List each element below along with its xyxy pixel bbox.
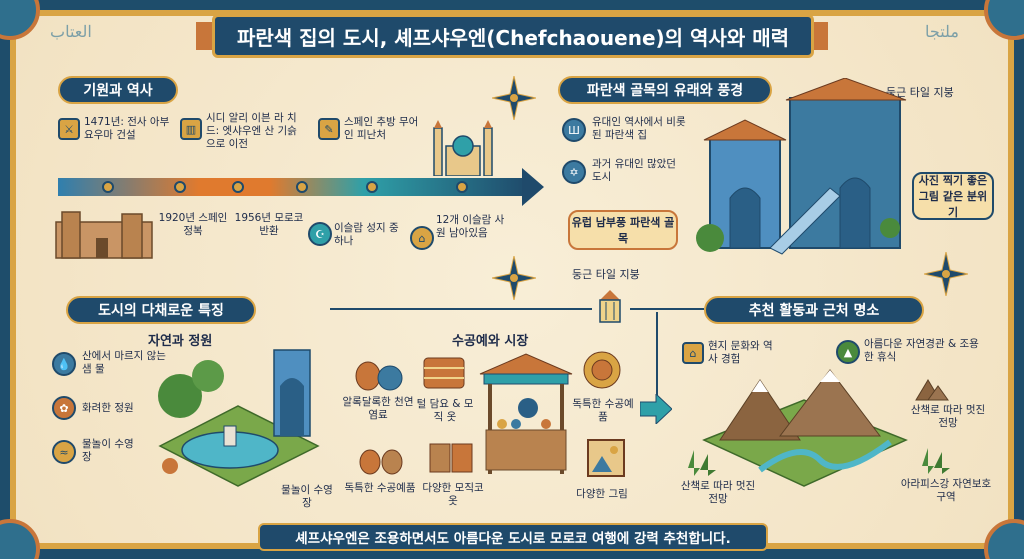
lantern-icon (599, 290, 621, 323)
page-title-banner: 파란색 집의 도시, 셰프샤우엔(Chefchaouene)의 역사와 매력 (212, 14, 814, 58)
timeline-arrowhead (522, 168, 544, 206)
roof-label-top: 둥근 타일 지붕 (886, 86, 954, 99)
trees-icon (688, 450, 716, 476)
connector-arrow-right (640, 394, 672, 424)
building-icon: ▥ (180, 118, 202, 140)
shrine-icon: ☪ (308, 222, 332, 246)
timeline-dot (232, 181, 244, 193)
features-heading: 도시의 다채로운 특징 (66, 296, 256, 324)
nature-heading: 자연과 정원 (148, 334, 213, 349)
timeline-dot (296, 181, 308, 193)
event-1956: 1956년 모로코 반환 (234, 212, 304, 238)
footer-recommendation: 셰프샤우엔은 조용하면서도 아름다운 도시로 모로코 여행에 강력 추천합니다. (258, 523, 768, 551)
roof-label-center: 둥근 타일 지붕 (572, 268, 640, 281)
crafts-heading: 수공예와 시장 (452, 334, 529, 349)
connector-line (656, 312, 658, 398)
spring-water-text: 산에서 마르지 않는 샘 물 (82, 350, 166, 376)
pool-text: 물놀이 수영장 (82, 438, 134, 464)
timeline-dot (456, 181, 468, 193)
wool-blanket-icon (423, 357, 465, 389)
water-drop-icon: 💧 (52, 352, 76, 376)
natural-dye-text: 알록달록한 천연 염료 (342, 396, 414, 422)
trail-view-text-left: 산책로 따라 멋진 전망 (680, 480, 756, 506)
blue-alley-illustration (696, 78, 907, 255)
mountain-icon (915, 379, 949, 401)
compass-rose-right (924, 252, 968, 296)
museum-icon: ⌂ (682, 342, 704, 364)
event-1920: 1920년 스페인 정복 (158, 212, 228, 238)
mountain-valley-illustration (702, 369, 908, 487)
event-moors-refuge: 스페인 추방 무어인 피난처 (344, 116, 419, 142)
blue-alleys-heading: 파란색 골목의 유래와 풍경 (558, 76, 772, 104)
garden-text: 화려한 정원 (82, 402, 134, 414)
timeline-dot (174, 181, 186, 193)
mosque-illustration (433, 120, 493, 176)
kasbah-illustration (55, 211, 153, 259)
callout-photo-spot: 사진 찍기 좋은 그림 같은 분위기 (912, 172, 994, 220)
trail-view-text-right: 산책로 따라 멋진 전망 (910, 404, 986, 430)
landscape-icon: ▲ (836, 340, 860, 364)
timeline-dot (366, 181, 378, 193)
calligraphy-left: العتاب (50, 22, 92, 41)
compass-rose-top (492, 76, 536, 120)
market-stall-illustration (479, 353, 573, 474)
jewish-city-text: 과거 유대인 많았던 도시 (592, 158, 676, 184)
event-sidi-ali: 시디 알리 이븐 라 치드: 엣샤우엔 산 기슭으로 이전 (206, 112, 297, 151)
timeline-dot (102, 181, 114, 193)
wool-blanket-text: 털 담요 & 모직 옷 (416, 398, 474, 424)
paintings-text: 다양한 그림 (576, 488, 628, 500)
connector-line (330, 308, 592, 310)
culture-experience-text: 현지 문화와 역사 경험 (708, 340, 773, 366)
jewish-history-text: 유대인 역사에서 비롯된 파란색 집 (592, 116, 686, 142)
connector-line (630, 308, 704, 310)
akchour-reserve-text: 아라피스강 자연보호구역 (900, 478, 992, 504)
compass-rose-middle (492, 256, 536, 300)
forest-icon (922, 448, 950, 474)
knit-clothes-text: 다양한 모직코 옷 (422, 482, 484, 508)
scroll-icon: ✎ (318, 118, 340, 140)
page-title: 파란색 집의 도시, 셰프샤우엔(Chefchaouene)의 역사와 매력 (236, 25, 789, 50)
event-12-mosques: 12개 이슬람 사원 남아있음 (436, 214, 505, 240)
mosque-icon: ⌂ (410, 226, 434, 250)
unique-crafts-text-1: 독특한 수공예품 (572, 398, 634, 424)
dye-pots-icon (355, 361, 403, 391)
origin-heading: 기원과 역사 (58, 76, 178, 104)
unique-crafts-text-2: 독특한 수공예품 (344, 482, 416, 494)
callout-southern-europe: 유럽 남부풍 파란색 골목 (568, 210, 678, 250)
pool-icon: ≈ (52, 440, 76, 464)
pool-label: 물놀이 수영장 (281, 484, 333, 510)
title-ribbon-right (810, 22, 828, 50)
event-1471: 1471년: 전사 아부 요우마 건설 (84, 116, 170, 142)
flower-icon: ✿ (52, 396, 76, 420)
nature-rest-text: 아름다운 자연경관 & 조용한 휴식 (864, 338, 979, 364)
garments-icon (429, 443, 473, 473)
vases-icon (359, 449, 403, 475)
menorah-icon: Ш (562, 118, 586, 142)
garden-illustration (158, 349, 320, 487)
event-islamic-holy-site: 이슬람 성지 중 하나 (334, 222, 399, 248)
paintings-icon (587, 439, 625, 477)
calligraphy-right: ملتجا (925, 22, 959, 41)
ceramic-plate-icon (583, 351, 621, 389)
sword-icon: ⚔ (58, 118, 80, 140)
star-of-david-icon: ✡ (562, 160, 586, 184)
title-ribbon-left (196, 22, 214, 50)
activities-heading: 추천 활동과 근처 명소 (704, 296, 924, 324)
